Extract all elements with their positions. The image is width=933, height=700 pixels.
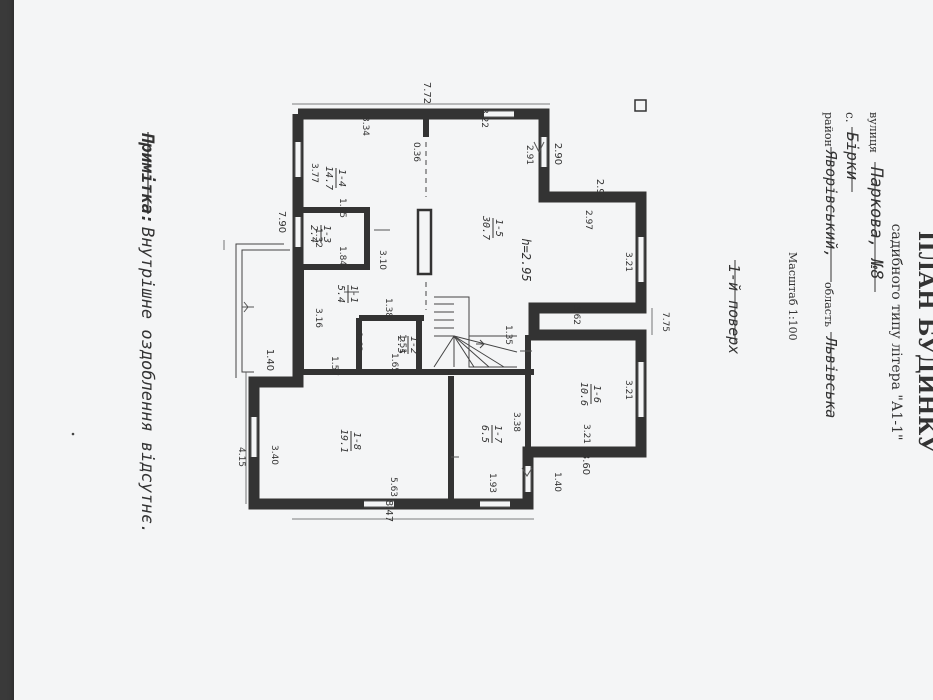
svg-text:2.97: 2.97 (583, 210, 593, 230)
svg-text:1.57: 1.57 (329, 356, 339, 376)
svg-text:3.21: 3.21 (623, 380, 633, 400)
svg-text:3.21: 3.21 (581, 424, 591, 444)
svg-text:3.38: 3.38 (511, 412, 521, 432)
svg-text:3.22: 3.22 (479, 108, 489, 128)
staircase (433, 296, 518, 368)
svg-text:4.15: 4.15 (236, 447, 246, 467)
room-area: 5.4 (335, 285, 346, 303)
svg-text:2.90: 2.90 (552, 143, 563, 165)
note-label: Примітка: (137, 132, 157, 224)
room-area: 14.7 (323, 166, 334, 190)
svg-text:8.47: 8.47 (383, 500, 394, 522)
svg-text:1.51: 1.51 (397, 334, 407, 354)
door-marks (242, 141, 545, 477)
svg-text:3.62: 3.62 (571, 305, 581, 325)
svg-text:7.75: 7.75 (660, 312, 670, 332)
interior-walls (235, 117, 534, 500)
document-sheet: ПЛАН БУДИНКУ садибного типу літера "А1-1… (14, 0, 933, 700)
street-label: вулиця (867, 112, 880, 153)
svg-text:1.93: 1.93 (487, 473, 497, 493)
svg-text:3.16: 3.16 (313, 308, 323, 328)
room-id: 1-8 (351, 432, 362, 450)
svg-text:2.91: 2.91 (524, 145, 534, 165)
room-id: 1-1 (348, 285, 359, 303)
svg-text:3.10: 3.10 (377, 250, 387, 270)
svg-text:3.40: 3.40 (269, 445, 279, 465)
floor-plan-drawing: ПЛАН БУДИНКУ садибного типу літера "А1-1… (71, 82, 933, 534)
plan-subtitle: садибного типу літера "А1-1" (888, 224, 904, 441)
region-label: область (822, 282, 835, 327)
room-area: 6.5 (479, 425, 490, 443)
svg-text:3.34: 3.34 (360, 116, 370, 136)
dimension-labels: 7.72 3.34 3.22 0.36 2.91 2.90 2.95 2.97 … (236, 82, 670, 522)
svg-text:1.95: 1.95 (337, 198, 347, 218)
room-id: 1-7 (492, 425, 503, 443)
checkbox-square (634, 99, 647, 112)
note-value: Внутрішне оздоблення відсутнє. (137, 227, 157, 534)
room-area: 30.7 (480, 215, 491, 240)
svg-text:5.63: 5.63 (388, 477, 398, 497)
village-label: с. (843, 112, 857, 123)
scale-label: Масштаб 1:100 (786, 252, 799, 341)
room-id: 1-2 (408, 336, 419, 354)
room-id: 1-4 (336, 169, 347, 187)
svg-text:3.60: 3.60 (580, 453, 591, 475)
svg-text:0.36: 0.36 (411, 142, 421, 162)
svg-text:1.40: 1.40 (264, 349, 275, 371)
room-area: 19.1 (338, 429, 349, 453)
svg-text:1.63: 1.63 (353, 332, 363, 352)
room-labels: 1-15.4 1-22.5 1-32.4 1-414.7 1-530.7 1-6… (308, 166, 602, 453)
room-id: 1-3 (321, 225, 332, 243)
svg-text:1.38: 1.38 (383, 298, 393, 318)
room-area: 2.5 (395, 336, 406, 354)
ceiling-height: h=2.95 (519, 238, 533, 281)
svg-text:3.77: 3.77 (309, 163, 319, 183)
title-block: ПЛАН БУДИНКУ (913, 231, 933, 453)
svg-text:7.90: 7.90 (276, 211, 287, 233)
district-label: район (822, 112, 835, 147)
room-id: 1-6 (591, 385, 602, 403)
exterior-walls (248, 108, 647, 510)
svg-text:7.72: 7.72 (421, 82, 432, 104)
svg-text:1.32: 1.32 (313, 228, 323, 248)
floor-label: 1-й поверх (725, 264, 743, 354)
svg-text:3.21: 3.21 (623, 252, 633, 272)
room-area: 10.6 (578, 382, 589, 406)
room-id: 1-5 (493, 219, 504, 237)
svg-text:1.35: 1.35 (503, 325, 513, 345)
svg-text:2.95: 2.95 (594, 179, 605, 201)
svg-text:1.40: 1.40 (552, 472, 562, 492)
plan-title: ПЛАН БУДИНКУ (913, 231, 933, 453)
svg-text:1.65: 1.65 (389, 353, 399, 373)
svg-text:1.84: 1.84 (337, 246, 347, 266)
street-value: Паркова, №8 (866, 166, 886, 280)
room-area: 2.4 (308, 225, 319, 243)
